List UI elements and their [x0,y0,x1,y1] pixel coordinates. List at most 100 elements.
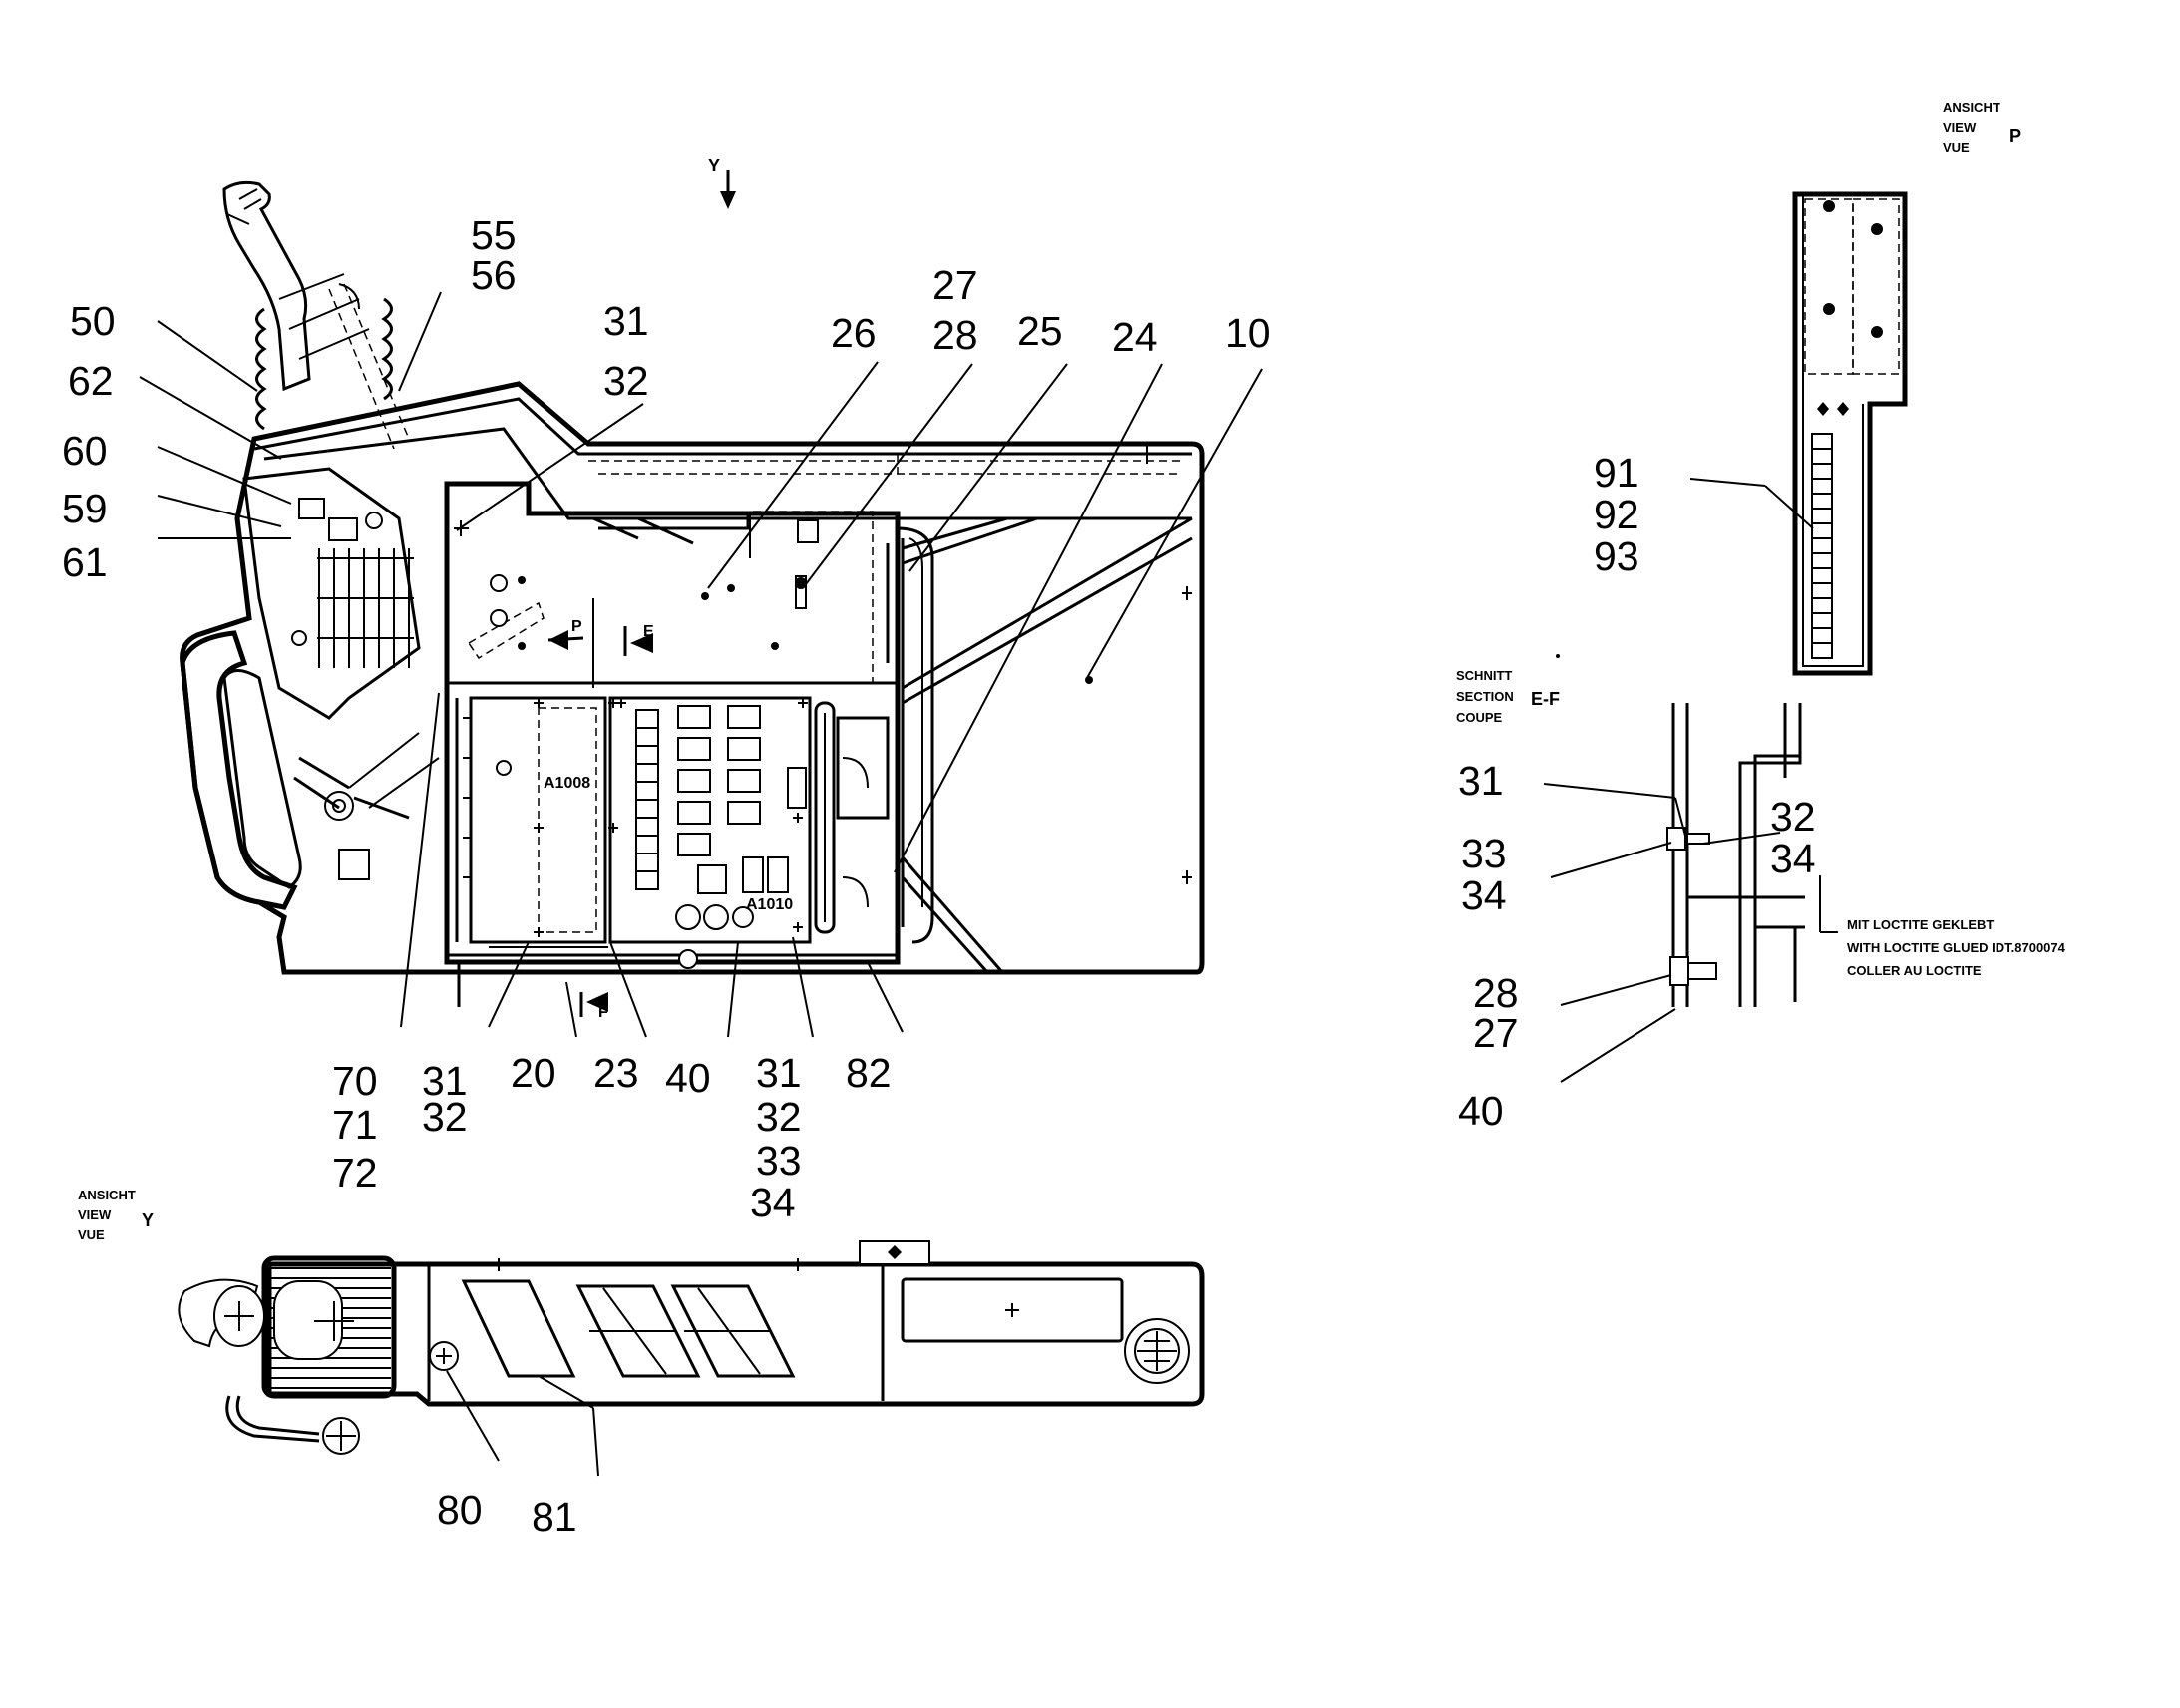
joystick-assembly [180,180,440,910]
section-ef-title-fr: COUPE [1456,710,1503,725]
terminal-strip [635,709,659,890]
label-34: 34 [750,1180,796,1225]
box-right-wall [886,538,905,927]
label-50: 50 [70,298,116,344]
section-marker-e: E [623,623,654,656]
label-28-ef: 28 [1473,970,1519,1016]
box-shelf [598,513,750,530]
view-y-joystick [178,1255,397,1455]
bolt-27-28 [795,575,807,609]
label-31-right: 31 [756,1050,802,1096]
terminal-rail-91-93 [1811,433,1833,659]
diagonal-brace-2 [902,516,1038,565]
housing-top-rim [253,397,1192,456]
label-32-right: 32 [756,1094,802,1140]
section-marker-f-letter: F [598,1004,608,1021]
loctite-note-fr: COLLER AU LOCTITE [1847,963,1982,978]
label-27-ef: 27 [1473,1010,1519,1056]
view-p-arrow: P [547,618,584,650]
switch-block [242,467,421,720]
label-92: 92 [1594,492,1639,537]
label-25: 25 [1017,308,1063,354]
side-handle [180,630,298,910]
label-28: 28 [932,312,978,358]
label-71: 71 [332,1102,378,1148]
view-p-title-de: ANSICHT [1943,100,2000,115]
label-33: 33 [756,1138,802,1184]
section-ef-title-de: SCHNITT [1456,668,1512,683]
diagonal-brace-1 [902,516,1193,705]
label-60: 60 [62,428,108,474]
label-32-bottom: 32 [422,1094,468,1140]
main-view-labels-bottom: 70 71 72 31 32 20 23 40 31 32 33 34 82 [332,1050,892,1225]
diagonal-brace-4 [592,516,694,545]
label-93: 93 [1594,533,1639,579]
main-view-labels-top: 55 56 50 62 60 59 61 31 32 26 27 28 25 2… [62,212,1271,585]
label-32: 32 [603,358,649,404]
housing-mount-marks [454,444,1192,884]
label-62: 62 [68,358,114,404]
label-31-bottom: 31 [422,1058,468,1104]
view-y: ANSICHT VIEW VUE Y [78,1188,1205,1539]
board-a1010: A1010 [608,696,812,944]
label-23: 23 [593,1050,639,1096]
box-base [447,946,898,1007]
main-view-bottom-leaders [400,692,904,1038]
view-y-windows [461,1277,1124,1378]
lower-linkage [293,732,440,880]
view-p-arrow-letter: P [571,618,582,635]
section-marker-f: F [579,992,608,1021]
label-70: 70 [332,1058,378,1104]
housing-inner-rim [263,427,1192,520]
view-y-arrow: Y [708,156,736,209]
label-91: 91 [1594,450,1639,496]
box-top-clip [797,519,819,543]
cable-channel [814,701,890,934]
label-31: 31 [603,298,649,344]
joystick-bellows [255,297,393,431]
board-a1008-label: A1008 [544,775,590,792]
view-p-title-fr: VUE [1943,140,1970,155]
diagonal-brace-3 [901,856,1004,974]
section-ef: SCHNITT SECTION COUPE E-F 31 32 33 34 34… [1456,654,2066,1134]
board-a1008: A1008 [455,696,618,944]
view-p: ANSICHT VIEW VUE P 91 92 93 [1594,100,2021,676]
loctite-note-en: WITH LOCTITE GLUED IDT.8700074 [1847,940,2066,955]
label-80: 80 [437,1487,483,1533]
joystick-lever [222,180,311,392]
section-ef-letter: E-F [1531,689,1560,709]
view-y-letter: Y [142,1210,154,1230]
label-32-ef: 32 [1770,794,1816,840]
label-window-81 [461,1279,576,1378]
view-y-title-en: VIEW [78,1207,112,1222]
view-p-letter: P [2009,126,2021,146]
main-view: P E F A1008 [180,180,1205,1021]
label-56: 56 [471,252,517,298]
relay-array [677,705,807,894]
section-marker-e-letter: E [643,623,654,640]
label-27: 27 [932,262,978,308]
box-outline [444,481,901,965]
label-34-ef-left: 34 [1461,872,1507,918]
view-y-arrow-letter: Y [708,156,720,175]
label-20: 20 [511,1050,556,1096]
bracket-p-outline [1792,191,1908,676]
section-ef-title-en: SECTION [1456,689,1514,704]
view-y-title-de: ANSICHT [78,1188,136,1202]
rail-profile-inner [908,537,923,907]
housing-hidden-top [588,454,1182,475]
view-y-knobs [429,1318,1190,1384]
label-10: 10 [1225,310,1271,356]
rail-profile [897,526,934,944]
label-59: 59 [62,486,108,531]
label-34-ef-right: 34 [1770,836,1816,881]
label-40-ef: 40 [1458,1088,1504,1134]
label-31-ef: 31 [1458,758,1504,804]
label-55: 55 [471,212,517,258]
main-view-leaders [139,291,1263,873]
label-61: 61 [62,539,108,585]
label-26: 26 [831,310,877,356]
label-81: 81 [532,1494,577,1539]
loctite-note-de: MIT LOCTITE GEKLEBT [1847,917,1994,932]
view-y-title-fr: VUE [78,1227,105,1242]
